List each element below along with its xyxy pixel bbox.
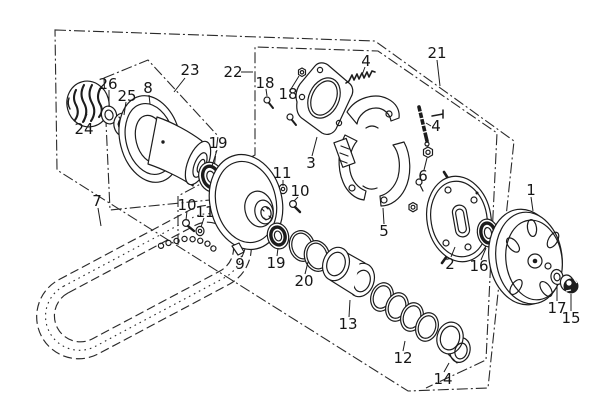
part-label-26: 26	[98, 75, 117, 93]
part-label-19-left: 19	[208, 134, 227, 152]
callout-labels: 23 22 21 26 25 8 24 19 11 10 10 11 7 9 1…	[74, 44, 580, 388]
part-label-6: 6	[418, 167, 428, 185]
part-2-drive-plate	[420, 171, 498, 267]
part-1-clutch-outer	[483, 205, 568, 310]
part-label-19-center: 19	[266, 254, 285, 272]
part-label-11-right: 11	[272, 164, 291, 182]
leader-lines	[84, 60, 571, 372]
boundary-box-23	[104, 60, 218, 210]
part-18-bolt-a	[264, 97, 273, 108]
part-4-spring-top	[346, 71, 375, 83]
part-24-drawing	[62, 76, 114, 131]
part-3-gasket-plate	[296, 63, 353, 135]
part-label-20: 20	[294, 272, 313, 290]
part-label-2: 2	[445, 255, 455, 273]
part-label-5: 5	[379, 222, 389, 240]
part-label-18-b: 18	[278, 85, 297, 103]
part-18-nut	[299, 68, 306, 77]
part-label-16: 16	[469, 257, 488, 275]
part-9-driven-face	[200, 147, 292, 257]
part-label-23: 23	[180, 61, 199, 79]
part-label-8: 8	[143, 79, 153, 97]
part-label-12: 12	[393, 349, 412, 367]
part-label-15: 15	[561, 309, 580, 327]
part-label-22: 22	[223, 63, 242, 81]
part-7-drive-belt	[22, 190, 266, 373]
part-label-21: 21	[427, 44, 446, 62]
part-18-bolt-b	[287, 114, 296, 125]
part-12-ring-set	[367, 280, 442, 344]
part-19-seal-center	[264, 221, 291, 252]
part-26-drawing	[99, 104, 118, 125]
part-label-14: 14	[433, 370, 452, 388]
part-label-10-right: 10	[290, 182, 309, 200]
part-label-17: 17	[547, 299, 566, 317]
part-label-24: 24	[74, 120, 93, 138]
boundary-box-22	[178, 47, 497, 388]
part-label-11-left: 11	[195, 203, 214, 221]
part-label-3: 3	[306, 154, 316, 172]
part-label-7: 7	[92, 192, 102, 210]
part-14-cup	[434, 319, 473, 364]
part-5-clutch-shoes	[334, 96, 410, 206]
part-label-10-left: 10	[177, 196, 196, 214]
part-6-nut	[409, 147, 433, 212]
part-label-9: 9	[235, 255, 245, 273]
part-label-25: 25	[117, 87, 136, 105]
part-label-13: 13	[338, 315, 357, 333]
part-label-18-a: 18	[255, 74, 274, 92]
part-13-collar	[318, 244, 378, 300]
part-4-spring-right	[415, 107, 443, 146]
part-10-bolt-right	[290, 201, 300, 212]
part-label-1: 1	[526, 181, 536, 199]
part-label-4-top: 4	[361, 52, 371, 70]
part-20-ring-pair	[286, 228, 333, 274]
part-8-drive-face	[110, 89, 216, 189]
part-11-washer-left	[196, 226, 204, 235]
part-label-4-right: 4	[431, 117, 441, 135]
part-15-lock-nut	[559, 274, 579, 294]
